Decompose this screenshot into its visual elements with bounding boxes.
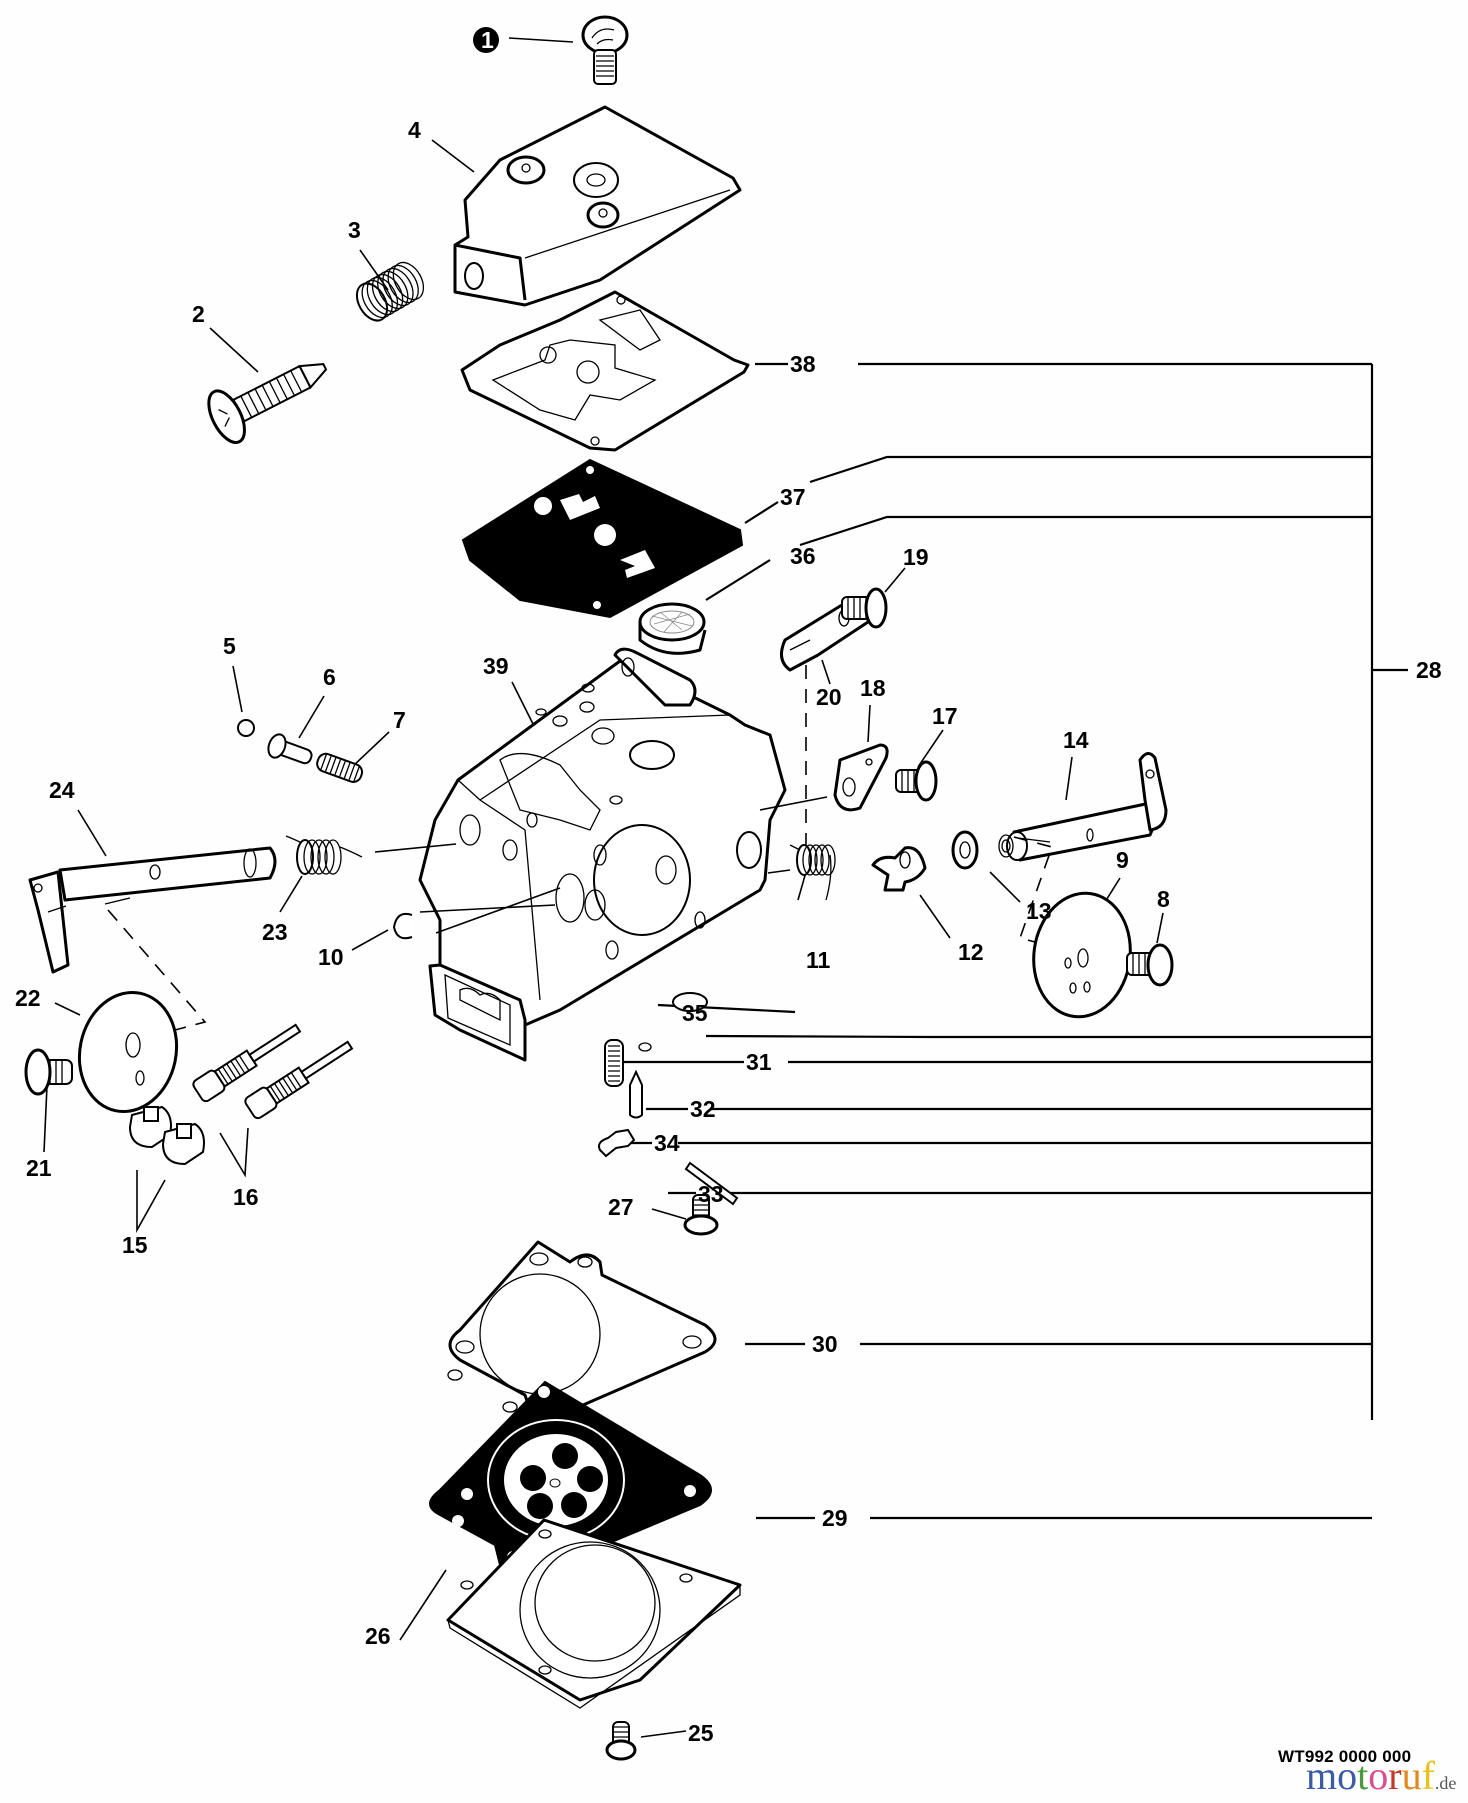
callout-badge-1 <box>473 27 499 53</box>
part-3-spring[interactable] <box>351 249 430 326</box>
callout-29: 29 <box>822 1505 848 1531</box>
callout-12: 12 <box>958 939 984 965</box>
callout-labels: 1 2 3 4 5 6 7 8 9 10 11 12 13 14 15 16 1… <box>15 27 1442 1746</box>
callout-23: 23 <box>262 919 288 945</box>
callout-28: 28 <box>1416 657 1442 683</box>
part-26-metering-cover[interactable] <box>399 1518 742 1709</box>
callout-32: 32 <box>690 1096 716 1122</box>
part-17-screw[interactable] <box>895 729 944 802</box>
callout-31: 31 <box>746 1049 772 1075</box>
callout-27: 27 <box>608 1194 634 1220</box>
kit-bracket-28 <box>606 362 1408 1520</box>
callout-11: 11 <box>806 947 831 973</box>
part-5-ball[interactable] <box>232 665 255 737</box>
watermark-letter: f <box>1421 1753 1435 1798</box>
document-code: WT992 0000 000 <box>1278 1747 1412 1766</box>
part-39-carburetor-body[interactable] <box>418 647 787 1062</box>
part-22-choke-plate[interactable] <box>54 983 187 1120</box>
callout-26: 26 <box>365 1623 391 1649</box>
watermark-letter: u <box>1401 1753 1422 1798</box>
part-7-spring[interactable] <box>315 731 390 784</box>
callout-22: 22 <box>15 985 41 1011</box>
callout-18: 18 <box>860 675 886 701</box>
watermark-letter: m <box>1306 1753 1338 1798</box>
watermark-letter: o <box>1368 1753 1389 1798</box>
callout-15: 15 <box>122 1232 148 1258</box>
part-18-throttle-lever[interactable] <box>759 704 889 812</box>
callout-5: 5 <box>223 633 236 659</box>
callout-35: 35 <box>682 1000 708 1026</box>
part-23-spring[interactable] <box>279 835 457 913</box>
callout-8: 8 <box>1157 886 1170 912</box>
callout-7: 7 <box>393 707 406 733</box>
callout-25: 25 <box>688 1720 714 1746</box>
callout-2: 2 <box>192 301 205 327</box>
part-10-e-clip[interactable] <box>351 887 561 951</box>
part-25-screw[interactable] <box>605 1721 687 1761</box>
callout-34: 34 <box>654 1130 680 1156</box>
part-30-metering-gasket[interactable] <box>447 1240 717 1421</box>
callout-24: 24 <box>49 777 75 803</box>
callout-30: 30 <box>812 1331 838 1357</box>
part-36-screen-filter[interactable] <box>638 602 707 655</box>
part-8-screw[interactable] <box>1126 912 1174 987</box>
part-33-pin[interactable] <box>684 1161 739 1206</box>
callout-36: 36 <box>790 543 816 569</box>
callout-9: 9 <box>1116 847 1129 873</box>
part-19-screw[interactable] <box>841 567 906 629</box>
callout-16: 16 <box>233 1184 259 1210</box>
callout-10: 10 <box>318 944 344 970</box>
callout-3: 3 <box>348 217 361 243</box>
callout-21: 21 <box>26 1155 52 1181</box>
part-24-choke-shaft[interactable] <box>28 809 277 1043</box>
part-37-pump-diaphragm[interactable] <box>461 458 744 619</box>
part-38-gasket[interactable] <box>460 290 750 452</box>
part-6-pin[interactable] <box>265 695 325 770</box>
part-11-spring[interactable] <box>767 844 836 901</box>
watermark-letter: t <box>1357 1753 1369 1798</box>
part-4-pump-cover[interactable] <box>431 105 742 307</box>
part-12-idle-cam[interactable] <box>871 846 951 939</box>
watermark-letter: o <box>1337 1753 1358 1798</box>
callout-1: 1 <box>481 27 494 53</box>
callout-17: 17 <box>932 703 958 729</box>
callout-19: 19 <box>903 544 929 570</box>
part-31-spring[interactable] <box>604 1039 624 1087</box>
part-32-inlet-needle[interactable] <box>629 1069 643 1119</box>
part-2-screw[interactable] <box>201 327 337 448</box>
callout-4: 4 <box>408 117 421 143</box>
watermark-letter: r <box>1388 1753 1402 1798</box>
callout-37: 37 <box>780 484 806 510</box>
part-21-screw[interactable] <box>24 1048 73 1153</box>
part-1-screw[interactable] <box>473 15 629 85</box>
callout-13: 13 <box>1026 898 1052 924</box>
part-27-screw[interactable] <box>651 1194 719 1236</box>
watermark-logo: motoruf.de <box>1306 1756 1456 1803</box>
part-34-metering-lever[interactable] <box>598 1128 636 1158</box>
callout-14: 14 <box>1063 727 1089 753</box>
part-13-washer[interactable] <box>951 830 1021 903</box>
callout-39: 39 <box>483 653 509 679</box>
callout-20: 20 <box>816 684 842 710</box>
part-15-limiter-caps[interactable] <box>128 1105 205 1234</box>
part-14-throttle-shaft[interactable] <box>998 752 1168 946</box>
callout-33: 33 <box>698 1181 724 1207</box>
watermark-tld: .de <box>1434 1773 1457 1793</box>
callout-6: 6 <box>323 664 336 690</box>
part-35-o-ring[interactable] <box>672 992 708 1012</box>
callout-38: 38 <box>790 351 816 377</box>
part-16-adjustment-needles[interactable] <box>191 1018 356 1178</box>
